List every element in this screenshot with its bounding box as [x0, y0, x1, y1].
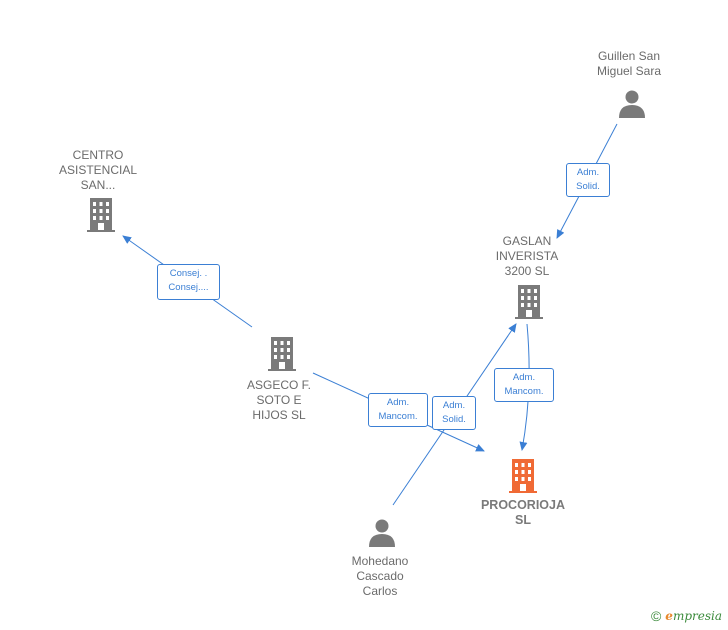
building-icon[interactable]: [267, 336, 297, 377]
person-icon[interactable]: [617, 89, 647, 124]
edge-label-guillen-gaslan: Adm. Solid.: [566, 163, 610, 197]
brand-name: mpresia: [672, 609, 722, 623]
node-label-asgeco: ASGECO F. SOTO E HIJOS SL: [246, 378, 311, 422]
edge-label-gaslan-procorioja: Adm. Mancom.: [494, 368, 554, 402]
empresia-logo[interactable]: © empresia: [651, 608, 722, 624]
edge-label-asgeco-centro: Consej. . Consej....: [157, 264, 220, 300]
building-icon[interactable]: [508, 458, 538, 499]
node-label-guillen: Guillen San Miguel Sara: [596, 49, 662, 78]
node-label-mohedano: Mohedano Cascado Carlos: [351, 554, 409, 598]
node-label-centro: CENTRO ASISTENCIAL SAN...: [58, 148, 138, 192]
edge-label-asgeco-procorioja: Adm. Mancom.: [368, 393, 428, 427]
node-label-procorioja: PROCORIOJA SL: [480, 498, 566, 527]
copyright-symbol: ©: [650, 608, 662, 624]
building-icon[interactable]: [514, 284, 544, 325]
brand-initial: e: [665, 609, 673, 623]
person-icon[interactable]: [367, 518, 397, 553]
edge-label-mohedano-gaslan: Adm. Solid.: [432, 396, 476, 430]
building-icon[interactable]: [86, 197, 116, 238]
node-label-gaslan: GASLAN INVERISTA 3200 SL: [495, 234, 559, 278]
